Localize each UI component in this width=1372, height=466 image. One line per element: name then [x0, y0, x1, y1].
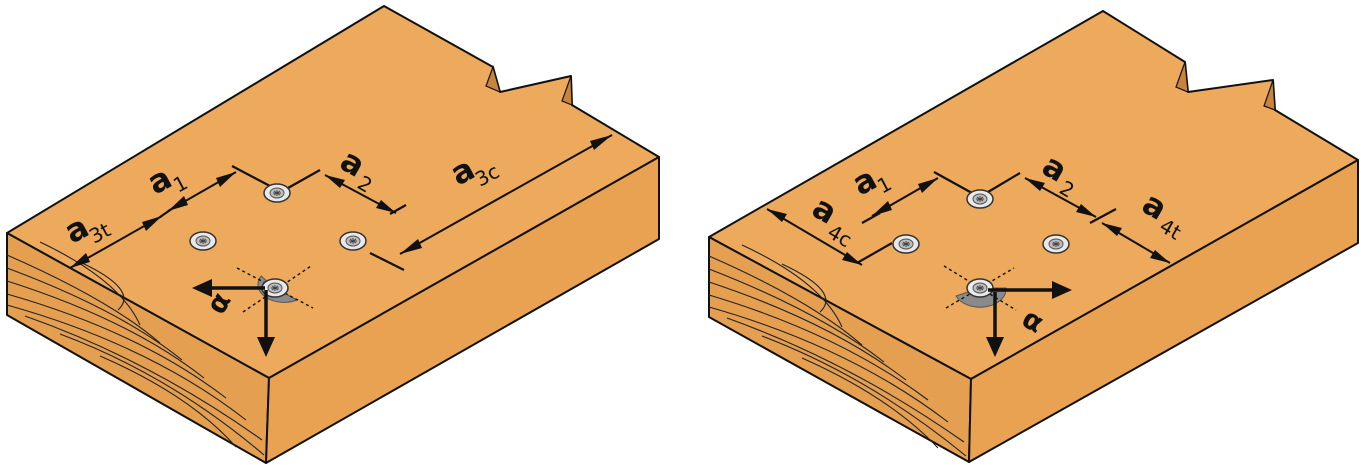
screw-icon	[892, 234, 920, 254]
left-notch-shade-2	[561, 75, 573, 106]
left-growth-rings	[6, 241, 265, 456]
right-force-arrows	[986, 281, 1072, 357]
right-screws	[892, 189, 1072, 357]
right-block-side-face	[968, 159, 1359, 463]
right-timber-block	[708, 10, 1359, 463]
right-dimensions	[766, 171, 1171, 266]
right-growth-rings	[708, 244, 967, 457]
right-notch-shade	[1175, 61, 1189, 93]
screw-icon	[189, 231, 217, 251]
screw-icon	[339, 231, 367, 251]
screw-icon	[966, 189, 994, 209]
screw-icon	[263, 183, 291, 203]
right-notch-shade-2	[1263, 79, 1276, 111]
left-screws	[189, 183, 367, 357]
left-force-arrows	[192, 279, 275, 357]
screw-icon	[1042, 234, 1070, 254]
left-dimensions	[69, 134, 613, 271]
left-timber-block	[6, 5, 660, 464]
left-block-side-face	[265, 156, 660, 464]
left-notch-shade	[485, 65, 501, 94]
